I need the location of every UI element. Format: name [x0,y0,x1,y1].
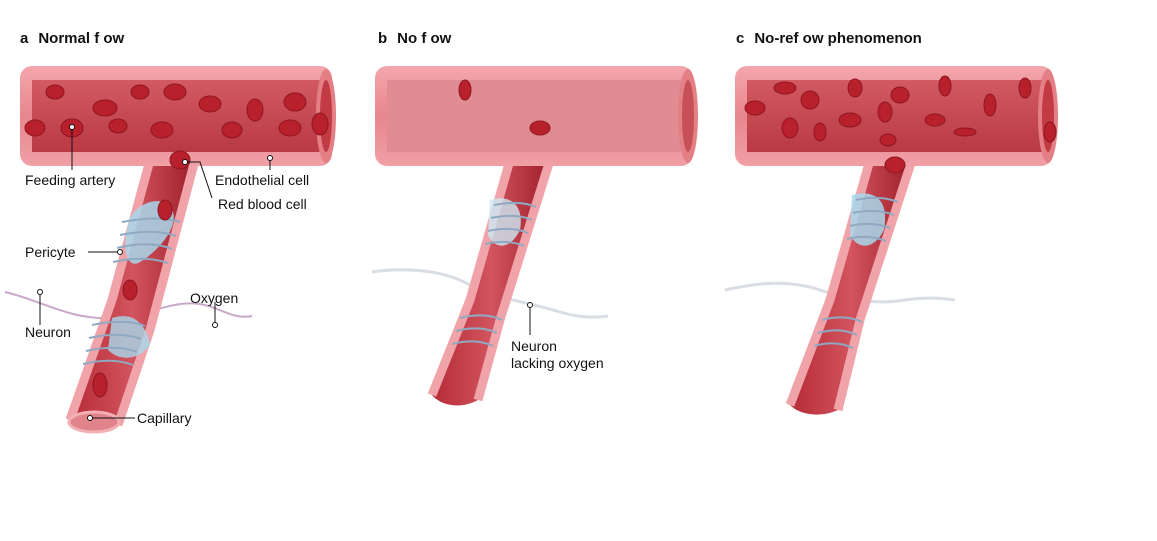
label-endothelial-cell: Endothelial cell [215,172,309,189]
label-capillary: Capillary [137,410,191,427]
panel-a-title-text: Normal f ow [38,30,124,47]
label-feeding-artery: Feeding artery [25,172,115,189]
panel-a-title: a Normal f ow [20,30,124,47]
label-neuron-lacking-oxygen-line2: lacking oxygen [511,355,604,372]
label-neuron-lacking-oxygen-line1: Neuron [511,338,557,355]
panel-c-title: c No-ref ow phenomenon [736,30,922,47]
label-pericyte: Pericyte [25,244,76,261]
panel-a-letter: a [20,30,28,47]
panel-b-title-text: No f ow [397,30,451,47]
label-neuron: Neuron [25,324,71,341]
panel-c-title-text: No-ref ow phenomenon [754,30,922,47]
panel-c-letter: c [736,30,744,47]
panel-b-letter: b [378,30,387,47]
panel-c-illustration [725,66,1058,415]
label-red-blood-cell: Red blood cell [218,196,307,213]
label-oxygen: Oxygen [190,290,238,307]
panel-b-title: b No f ow [378,30,451,47]
